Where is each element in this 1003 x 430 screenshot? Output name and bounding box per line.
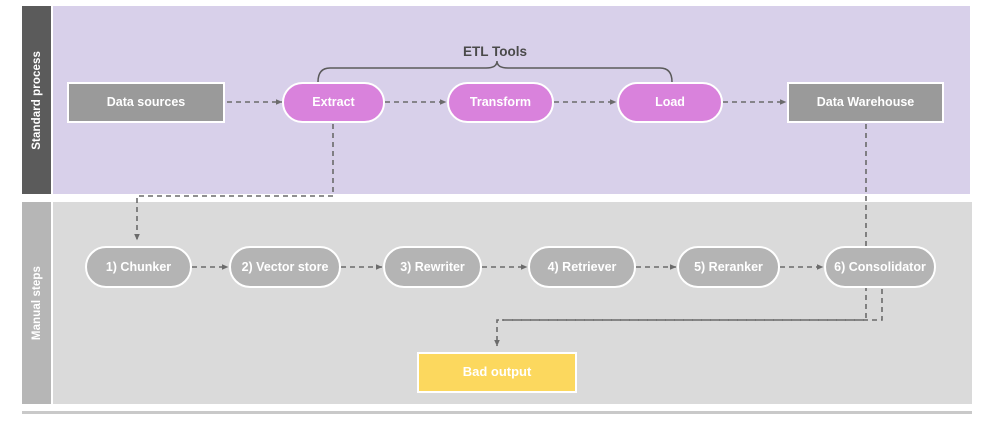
node-retriever-label: 4) Retriever [547,259,617,274]
node-transform-label: Transform [469,95,532,110]
node-consolidator[interactable]: 6) Consolidator [824,246,936,288]
lane-label-manual-steps: Manual steps [30,265,43,341]
node-retriever[interactable]: 4) Retriever [528,246,636,288]
node-load-label: Load [655,95,685,110]
node-vector-store[interactable]: 2) Vector store [229,246,341,288]
node-bad-output-label: Bad output [462,364,532,380]
node-load[interactable]: Load [617,82,723,123]
node-vector-store-label: 2) Vector store [241,259,329,274]
node-bad-output[interactable]: Bad output [417,352,577,393]
node-consolidator-label: 6) Consolidator [834,259,926,274]
node-rewriter[interactable]: 3) Rewriter [383,246,482,288]
etl-tools-label: ETL Tools [463,44,527,59]
node-reranker[interactable]: 5) Reranker [677,246,780,288]
node-extract[interactable]: Extract [282,82,385,123]
node-chunker[interactable]: 1) Chunker [85,246,192,288]
node-chunker-label: 1) Chunker [105,259,172,274]
node-reranker-label: 5) Reranker [694,259,763,274]
diagram-base-rule [22,411,972,414]
node-transform[interactable]: Transform [447,82,554,123]
node-data-sources-label: Data sources [106,95,186,110]
lane-label-standard-process: Standard process [30,50,43,150]
node-data-warehouse-label: Data Warehouse [816,95,915,110]
lane-header-standard-process: Standard process [22,6,53,194]
node-rewriter-label: 3) Rewriter [400,259,465,274]
node-data-warehouse[interactable]: Data Warehouse [787,82,944,123]
lane-header-manual-steps: Manual steps [22,202,53,404]
node-extract-label: Extract [312,95,355,110]
node-data-sources[interactable]: Data sources [67,82,225,123]
